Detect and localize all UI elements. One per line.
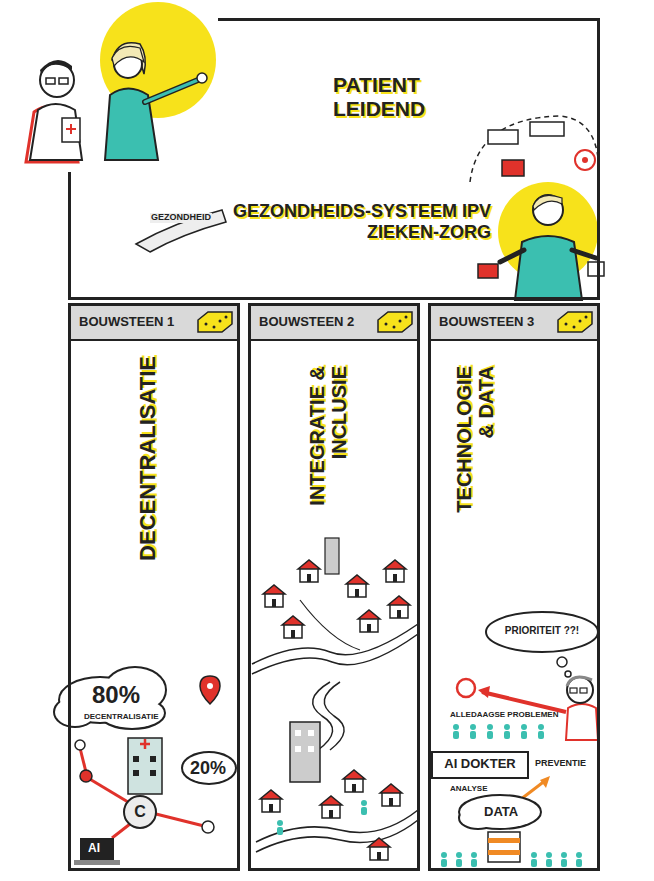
pillar-number: BOUWSTEEN 3 [439, 315, 534, 330]
panel-title: PATIENT LEIDEND [333, 73, 453, 121]
arrow-caption: PREVENTIE [535, 759, 586, 769]
road-sign-text: GEZONDHEID [150, 213, 212, 223]
percentage: 80% [92, 682, 140, 708]
laptop-text: AI [88, 842, 100, 855]
band-grounds [71, 306, 597, 340]
data-illustration [432, 612, 598, 867]
pillar-title: TECHNOLOGIE & DATA [453, 366, 497, 516]
thought-text: PRIORITEIT ??! [486, 625, 598, 636]
center-letter: C [132, 803, 148, 821]
network-illustration [55, 668, 235, 865]
village-illustration [252, 538, 418, 860]
pillar-column: INTEGRATIE & INCLUSIE BOUWSTEEN 2 [248, 303, 420, 871]
top-panel: PATIENT LEIDEND GEZONDHEIDS-SYSTEEM IPV Z… [68, 18, 600, 300]
doctors-illustration [26, 2, 226, 252]
panel-subtitle: GEZONDHEIDS-SYSTEEM IPV ZIEKEN-ZORG [221, 201, 491, 242]
people-caption: ALLEDAAGSE PROBLEMEN [450, 711, 558, 720]
screen-sign: AI DOKTER [432, 757, 528, 771]
pillar-header: BOUWSTEEN 3 [431, 306, 597, 340]
cloud-caption: ANALYSE [450, 785, 488, 794]
pillar-title: INTEGRATIE & INCLUSIE [306, 366, 350, 516]
pillar-number: BOUWSTEEN 1 [79, 315, 174, 330]
pillar-column: DECENTRALISATIE BOUWSTEEN 1 [68, 303, 240, 871]
cloud-caption: DECENTRALISATIE [84, 713, 159, 722]
pillar-title: DECENTRALISATIE [136, 356, 160, 606]
pillar-header: BOUWSTEEN 2 [251, 306, 417, 340]
percentage: 20% [190, 759, 226, 779]
pillar-header: BOUWSTEEN 1 [71, 306, 237, 340]
pillar-number: BOUWSTEEN 2 [259, 315, 354, 330]
cloud-text: DATA [484, 805, 518, 819]
